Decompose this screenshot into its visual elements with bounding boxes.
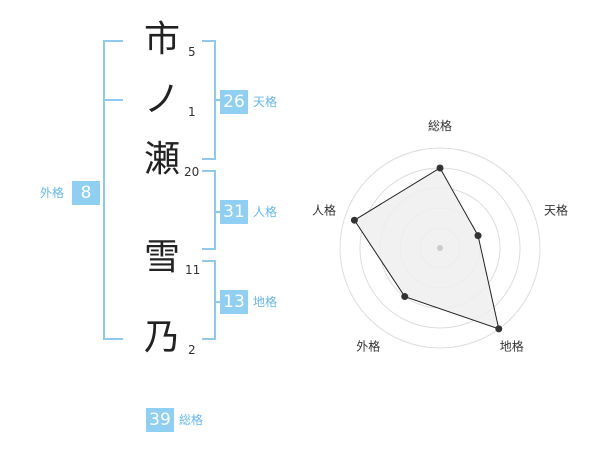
gaikaku-bracket (103, 40, 123, 340)
name-char-3: 瀬 (143, 139, 180, 180)
jinkaku-value: 31 (220, 200, 248, 224)
chikaku-bracket (202, 260, 216, 340)
radar-axis-label-3: 地格 (500, 339, 524, 354)
radar-axis-label-5: 人格 (312, 202, 336, 217)
radar-point-1 (436, 164, 444, 172)
bracket-tick (214, 211, 222, 213)
name-char-5: 乃 (143, 317, 180, 358)
bracket-tick (103, 99, 123, 101)
soukaku-label: 総格 (179, 413, 204, 427)
bracket-tick (214, 99, 222, 101)
tenkaku-label: 天格 (253, 95, 278, 109)
stroke-count-5: 2 (188, 343, 196, 357)
radar-axis-label-1: 総格 (428, 118, 452, 133)
radar-polygon (353, 167, 500, 330)
tenkaku-value: 26 (220, 90, 248, 114)
stroke-count-1: 5 (188, 45, 196, 59)
stroke-count-3: 20 (184, 165, 200, 179)
radar-point-5 (350, 216, 358, 224)
radar-axis-label-2: 天格 (544, 202, 568, 217)
jinkaku-label: 人格 (253, 205, 278, 219)
radar-point-2 (474, 232, 482, 240)
radar-axis-label-4: 外格 (356, 339, 380, 354)
gaikaku-value: 8 (72, 181, 100, 205)
chikaku-label: 地格 (253, 295, 278, 309)
soukaku-value: 39 (146, 408, 174, 432)
gaikaku-label: 外格 (40, 186, 65, 200)
bracket-tick (214, 301, 222, 303)
jinkaku-bracket (202, 170, 216, 250)
radar-point-4 (401, 293, 409, 301)
stroke-count-4: 11 (185, 263, 201, 277)
name-char-2: ノ (143, 79, 180, 120)
name-char-1: 市 (143, 19, 180, 60)
radar-center (437, 245, 443, 251)
stroke-count-2: 1 (188, 105, 196, 119)
radar-point-3 (495, 325, 503, 333)
chikaku-value: 13 (220, 290, 248, 314)
name-char-4: 雪 (143, 237, 180, 278)
radar-ring (339, 147, 541, 349)
